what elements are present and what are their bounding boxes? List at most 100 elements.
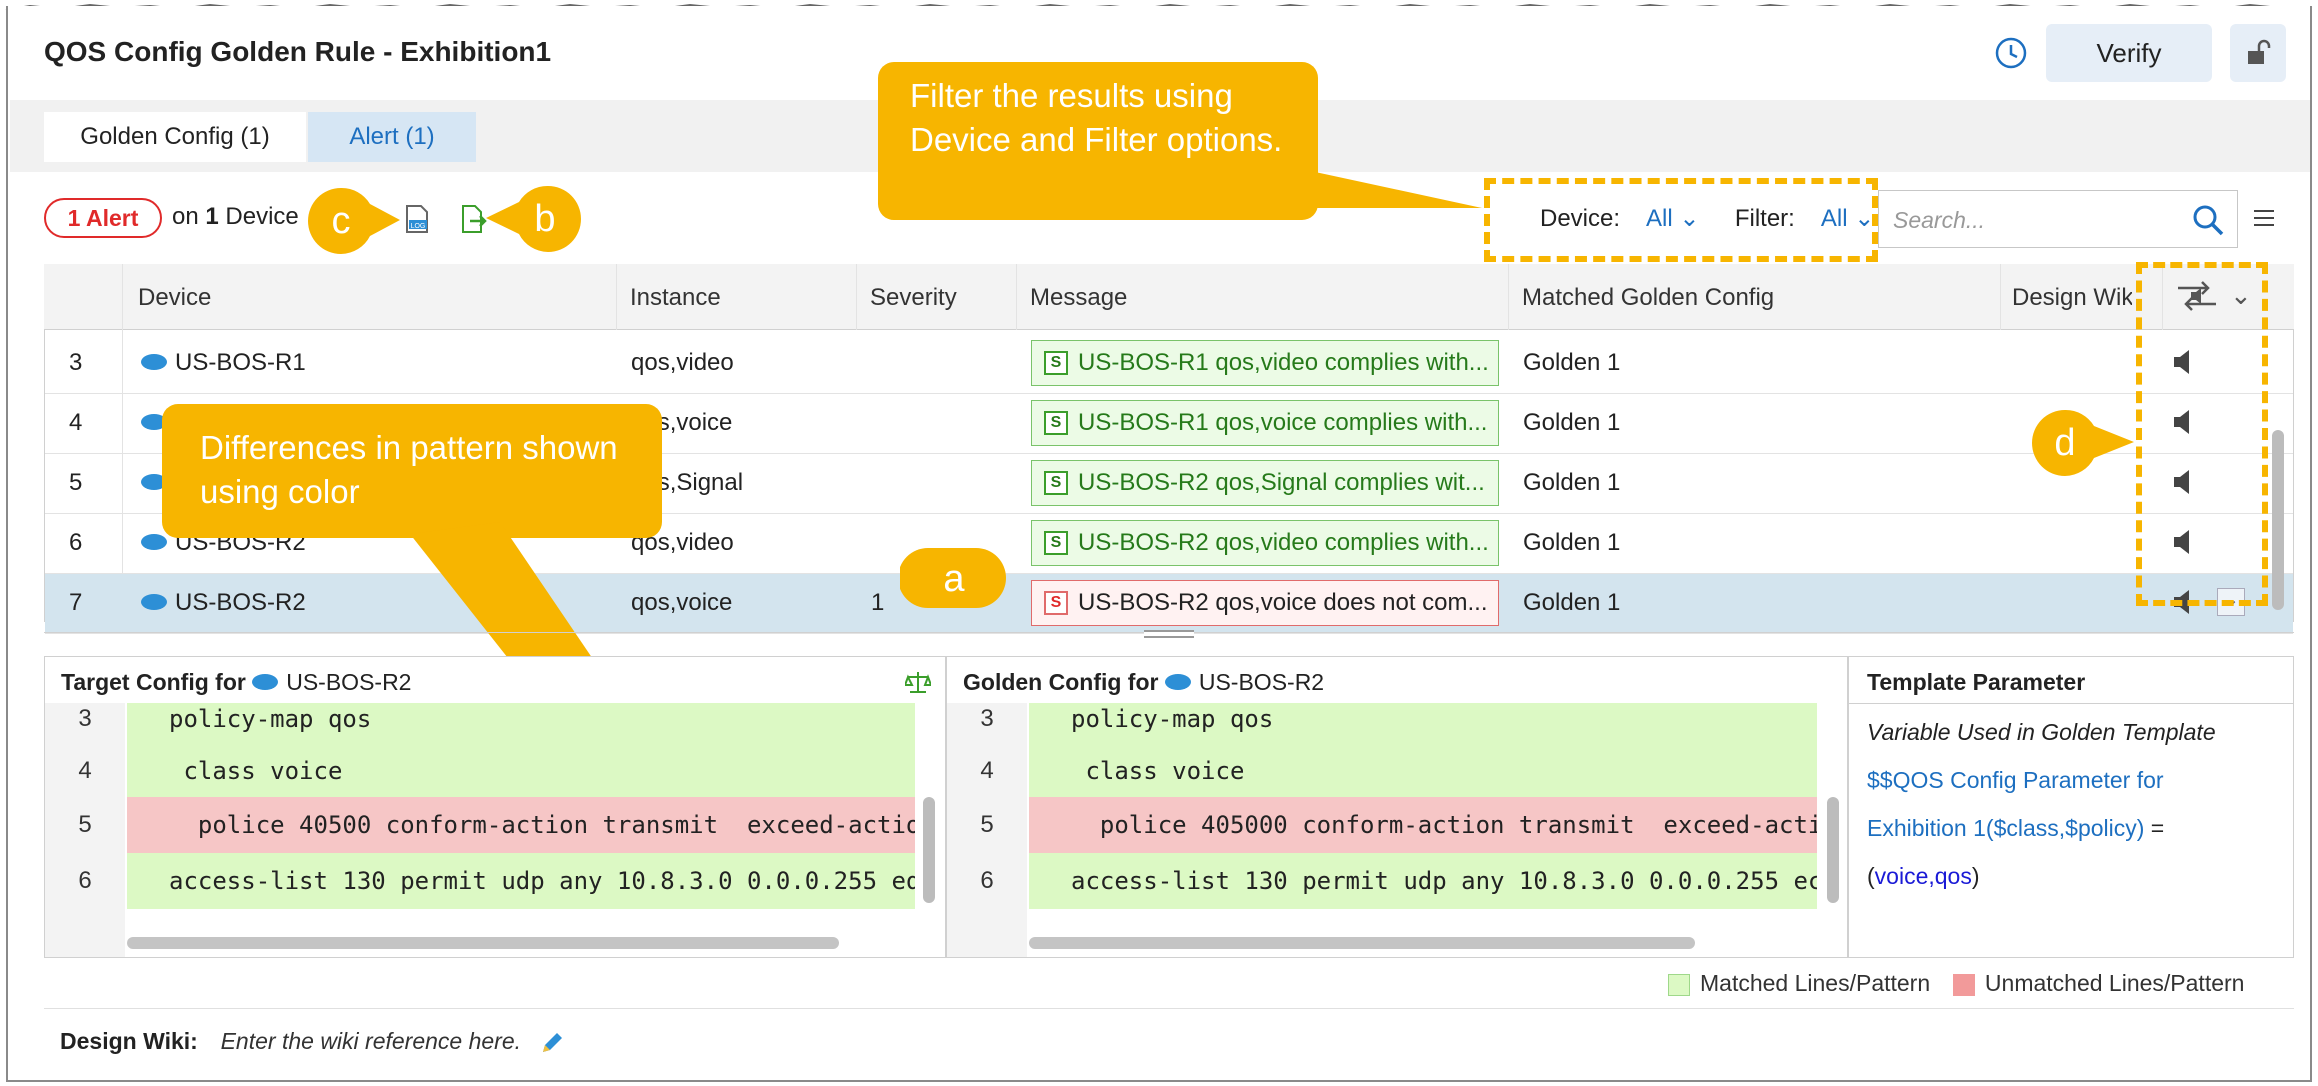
history-clock-icon[interactable] — [1994, 36, 2028, 70]
router-icon — [1164, 673, 1191, 690]
line-number: 6 — [78, 867, 92, 894]
log-file-icon[interactable]: LOG — [404, 204, 430, 234]
message-flag: S — [1044, 591, 1068, 615]
row-device-name: US-BOS-R2 — [175, 589, 306, 616]
message-flag: S — [1044, 471, 1068, 495]
col-message[interactable]: Message — [1030, 284, 1128, 311]
message-flag: S — [1044, 351, 1068, 375]
template-param-line2: Exhibition 1($class,$policy) = — [1867, 815, 2164, 842]
col-instance[interactable]: Instance — [630, 284, 721, 311]
unmatched-line-bg — [1029, 797, 1817, 853]
template-divider — [1849, 703, 2293, 704]
callout-differences-text: Differences in pattern shown using color — [200, 429, 618, 510]
golden-config-device: US-BOS-R2 — [1198, 669, 1325, 695]
matched-line-bg — [127, 853, 915, 909]
template-equals: = — [2144, 815, 2165, 841]
row-message-text: US-BOS-R1 qos,video complies with... — [1078, 349, 1489, 376]
design-wiki-placeholder[interactable]: Enter the wiki reference here. — [220, 1028, 522, 1054]
menu-icon[interactable] — [2252, 206, 2276, 230]
col-severity[interactable]: Severity — [870, 284, 957, 311]
device-filter-dropdown[interactable]: All — [1646, 205, 1673, 232]
chevron-down-icon[interactable]: ⌄ — [1679, 205, 1700, 232]
speaker-icon[interactable] — [2171, 348, 2197, 376]
template-title: Template Parameter — [1867, 669, 2086, 695]
speaker-icon[interactable] — [2171, 468, 2197, 496]
target-hscroll[interactable] — [127, 937, 839, 949]
filter-dropdown[interactable]: All — [1820, 205, 1848, 232]
legend: Matched Lines/Pattern Unmatched Lines/Pa… — [1668, 970, 2244, 997]
col-device[interactable]: Device — [138, 284, 212, 311]
col-divider — [616, 264, 617, 330]
legend-unmatched-swatch — [1952, 973, 1975, 996]
tab-golden-config[interactable]: Golden Config (1) — [44, 112, 306, 162]
matched-line-bg — [127, 743, 915, 797]
lock-button[interactable] — [2230, 24, 2286, 82]
speaker-icon[interactable] — [2171, 408, 2197, 436]
code-line: class voice — [169, 757, 343, 785]
golden-config-header: Golden Config for US-BOS-R2 — [963, 669, 1324, 696]
col-matched-golden-config[interactable]: Matched Golden Config — [1522, 284, 1775, 311]
chevron-down-icon[interactable]: ⌄ — [2230, 280, 2252, 310]
speaker-icon[interactable] — [2171, 528, 2197, 556]
row-instance: qos,video — [631, 349, 734, 376]
target-config-device: US-BOS-R2 — [286, 669, 412, 695]
matched-line-bg — [1029, 703, 1817, 743]
col-design-wiki[interactable]: Design Wiki — [2012, 284, 2132, 311]
summary-device-count: 1 — [205, 203, 219, 230]
golden-hscroll[interactable] — [1029, 937, 1695, 949]
search-icon[interactable] — [2191, 203, 2225, 237]
router-icon — [141, 533, 167, 550]
search-input[interactable]: Search... — [1878, 190, 2238, 248]
callout-filter-text: Filter the results using Device and Filt… — [910, 77, 1283, 158]
row-device[interactable]: US-BOS-R1 — [141, 349, 306, 377]
template-param-link[interactable]: $$QOS Config Parameter for — [1867, 767, 2164, 793]
line-number: 4 — [980, 757, 994, 784]
callout-c-shape — [308, 187, 400, 254]
edit-pencil-icon[interactable] — [539, 1030, 565, 1056]
search-placeholder: Search... — [1893, 207, 1986, 233]
alert-count-badge: 1 Alert — [44, 198, 162, 238]
verify-button[interactable]: Verify — [2046, 24, 2212, 82]
callout-a-shape — [900, 548, 1006, 608]
legend-matched-swatch — [1668, 973, 1690, 996]
mute-highlight-box — [2136, 262, 2268, 606]
row-device[interactable]: US-BOS-R2 — [141, 589, 306, 617]
compare-scale-icon[interactable] — [905, 669, 931, 695]
line-number: 3 — [980, 705, 994, 732]
golden-vscroll[interactable] — [1827, 797, 1839, 903]
unmatched-line-bg — [127, 797, 915, 853]
filter-highlight-box — [1484, 178, 1878, 262]
filter-label: Filter: — [1734, 205, 1795, 232]
row-device-name: US-BOS-R1 — [175, 349, 306, 376]
golden-config-label: Golden Config for — [963, 669, 1159, 695]
row-number: 7 — [69, 589, 83, 616]
tab-alert[interactable]: Alert (1) — [308, 112, 476, 162]
chevron-down-icon[interactable]: ⌄ — [1854, 205, 1875, 232]
splitter-handle[interactable] — [1144, 630, 1194, 638]
design-wiki-row: Design Wiki: Enter the wiki reference he… — [60, 1028, 565, 1056]
row-message[interactable]: S US-BOS-R1 qos,video complies with... — [1031, 340, 1499, 386]
router-icon — [141, 593, 167, 610]
row-matched-golden: Golden 1 — [1523, 469, 1621, 496]
table-header: Device Instance Severity Message Matched… — [44, 264, 2294, 330]
callout-b: b — [534, 197, 556, 240]
line-number: 4 — [78, 757, 92, 784]
template-param-link-2[interactable]: Exhibition 1($class,$policy) — [1867, 815, 2145, 841]
callout-b-shape — [486, 185, 581, 252]
table-scrollbar[interactable] — [2272, 430, 2284, 610]
row-instance: qos,voice — [631, 589, 733, 616]
template-value-line: (voice,qos) — [1867, 863, 1980, 890]
summary-on: on — [172, 203, 199, 230]
target-vscroll[interactable] — [923, 797, 935, 903]
router-icon — [141, 353, 167, 370]
mute-toggle-icon[interactable] — [2174, 278, 2220, 314]
device-filter-label: Device: — [1540, 205, 1621, 232]
router-icon — [252, 673, 279, 690]
export-icon[interactable] — [460, 204, 488, 234]
